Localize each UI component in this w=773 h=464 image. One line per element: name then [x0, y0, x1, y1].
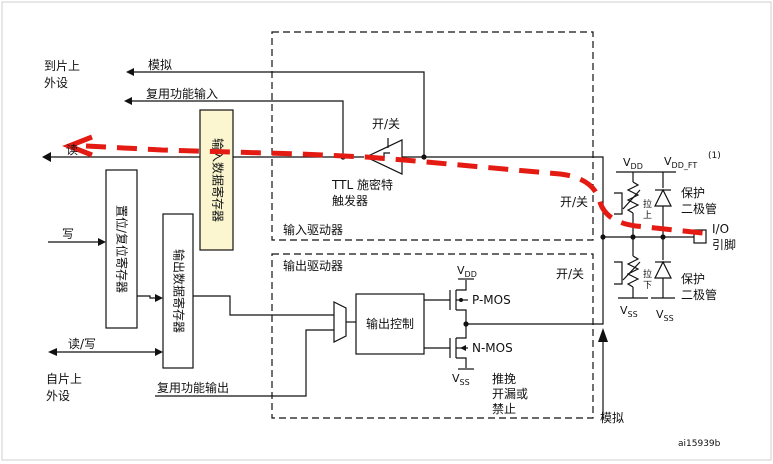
- nmos-vss-label: VSS: [452, 372, 470, 387]
- input-data-register: [199, 109, 234, 251]
- pulldown-switch: [614, 261, 623, 285]
- to-peripheral-label-2: 外设: [44, 76, 68, 90]
- pullup-label: 拉: [643, 198, 652, 210]
- set-reset-register-label: 置位/复位寄存器: [115, 205, 130, 293]
- output-on-off-label: 开/关: [556, 267, 584, 281]
- pmos-drain: [456, 309, 467, 324]
- output-control-label: 输出控制: [366, 316, 414, 331]
- alt-output-line: [155, 329, 334, 397]
- read-write-right-arrow-icon: [155, 348, 163, 356]
- pmos-vdd-label: VDD: [457, 264, 477, 279]
- io-pin-label: I/O: [712, 222, 729, 236]
- from-peripheral-label-2: 外设: [46, 389, 70, 403]
- from-peripheral-label: 自片上: [46, 372, 82, 386]
- output-driver-box: [271, 253, 594, 419]
- write-label: 写: [62, 227, 74, 241]
- output-driver-label: 输出驱动器: [283, 258, 343, 273]
- alt-output-label: 复用功能输出: [157, 380, 229, 395]
- nmos-drain: [456, 324, 467, 339]
- pmos-source: [456, 280, 467, 291]
- junction-dot: [421, 154, 427, 160]
- pulldown-switch-lever: [622, 261, 641, 281]
- diode-bottom-label-2: 二极管: [681, 287, 717, 302]
- analog-top-label: 模拟: [148, 58, 172, 72]
- trigger-on-off-label: 开/关: [372, 117, 400, 131]
- diode-top-label: 保护: [681, 186, 705, 200]
- input-on-off-label: 开/关: [560, 195, 588, 209]
- input-driver-box: [271, 31, 594, 241]
- write-arrow-icon: [98, 238, 106, 246]
- output-mux: [333, 301, 347, 343]
- push-pull-label: 推挽: [492, 372, 516, 386]
- nmos-source: [456, 357, 467, 368]
- input-data-register-label: 输入数据寄存器: [211, 138, 226, 222]
- alt-input-arrow-icon: [124, 97, 132, 105]
- ttl-schmitt-label: TTL 施密特: [331, 177, 393, 192]
- alt-input-line: [130, 100, 344, 157]
- junction-dot: [463, 321, 469, 327]
- vdd-ft-label: VDD_FT: [664, 155, 697, 170]
- pmos-label: P-MOS: [472, 293, 511, 307]
- input-driver-label: 输入驱动器: [283, 222, 343, 237]
- pulldown-resistor: [626, 255, 640, 288]
- set-reset-register: [105, 169, 138, 329]
- push-pull-label-3: 禁止: [492, 402, 516, 416]
- alt-input-label: 复用功能输入: [146, 86, 218, 101]
- pullup-switch-lever: [622, 189, 641, 210]
- push-pull-label-2: 开漏或: [492, 387, 528, 401]
- read-write-label: 读/写: [68, 337, 96, 351]
- diode-bottom-label: 保护: [681, 272, 705, 286]
- analog-line: [132, 71, 425, 157]
- analog-arrow-icon: [126, 68, 134, 76]
- pullup-switch: [614, 192, 623, 215]
- note-ref-label: (1): [708, 151, 721, 161]
- output-data-register-label: 输出数据寄存器: [172, 249, 187, 333]
- analog-bottom-arrow-icon: [598, 328, 608, 342]
- to-peripheral-label: 到片上: [44, 59, 80, 73]
- pulldown-label: 拉: [643, 268, 652, 280]
- read-write-left-arrow-icon: [48, 348, 57, 356]
- pulldown-label-2: 下: [643, 281, 652, 291]
- junction-dot: [600, 234, 606, 240]
- ttl-schmitt-label-2: 触发器: [332, 193, 368, 208]
- pullup-vdd-label: VDD: [623, 156, 643, 171]
- diode-bottom-icon: [654, 260, 672, 279]
- diode-top-icon: [654, 188, 672, 207]
- nmos-arrow-icon: [460, 345, 466, 351]
- odr-to-mux-line: [193, 295, 334, 316]
- pulldown-vss-label: VSS: [620, 304, 638, 319]
- signal-flow-arrowhead-icon: [62, 134, 93, 158]
- analog-bottom-label: 模拟: [600, 411, 624, 425]
- bsrr-arrow-icon: [155, 294, 163, 302]
- output-data-register: [162, 213, 194, 369]
- nmos-label: N-MOS: [472, 341, 513, 355]
- read-label: 读: [66, 143, 78, 157]
- output-control-box: [355, 293, 425, 355]
- io-pin-label-2: 引脚: [712, 237, 736, 252]
- output-to-pin-line: [466, 237, 604, 325]
- figure-id-label: ai15939b: [678, 439, 721, 449]
- read-arrow-icon: [42, 152, 51, 162]
- pullup-label-2: 上: [643, 210, 652, 221]
- diode-vss-label: VSS: [656, 308, 674, 323]
- bsrr-to-odr-line: [137, 295, 157, 299]
- diode-top-label-2: 二极管: [681, 201, 717, 216]
